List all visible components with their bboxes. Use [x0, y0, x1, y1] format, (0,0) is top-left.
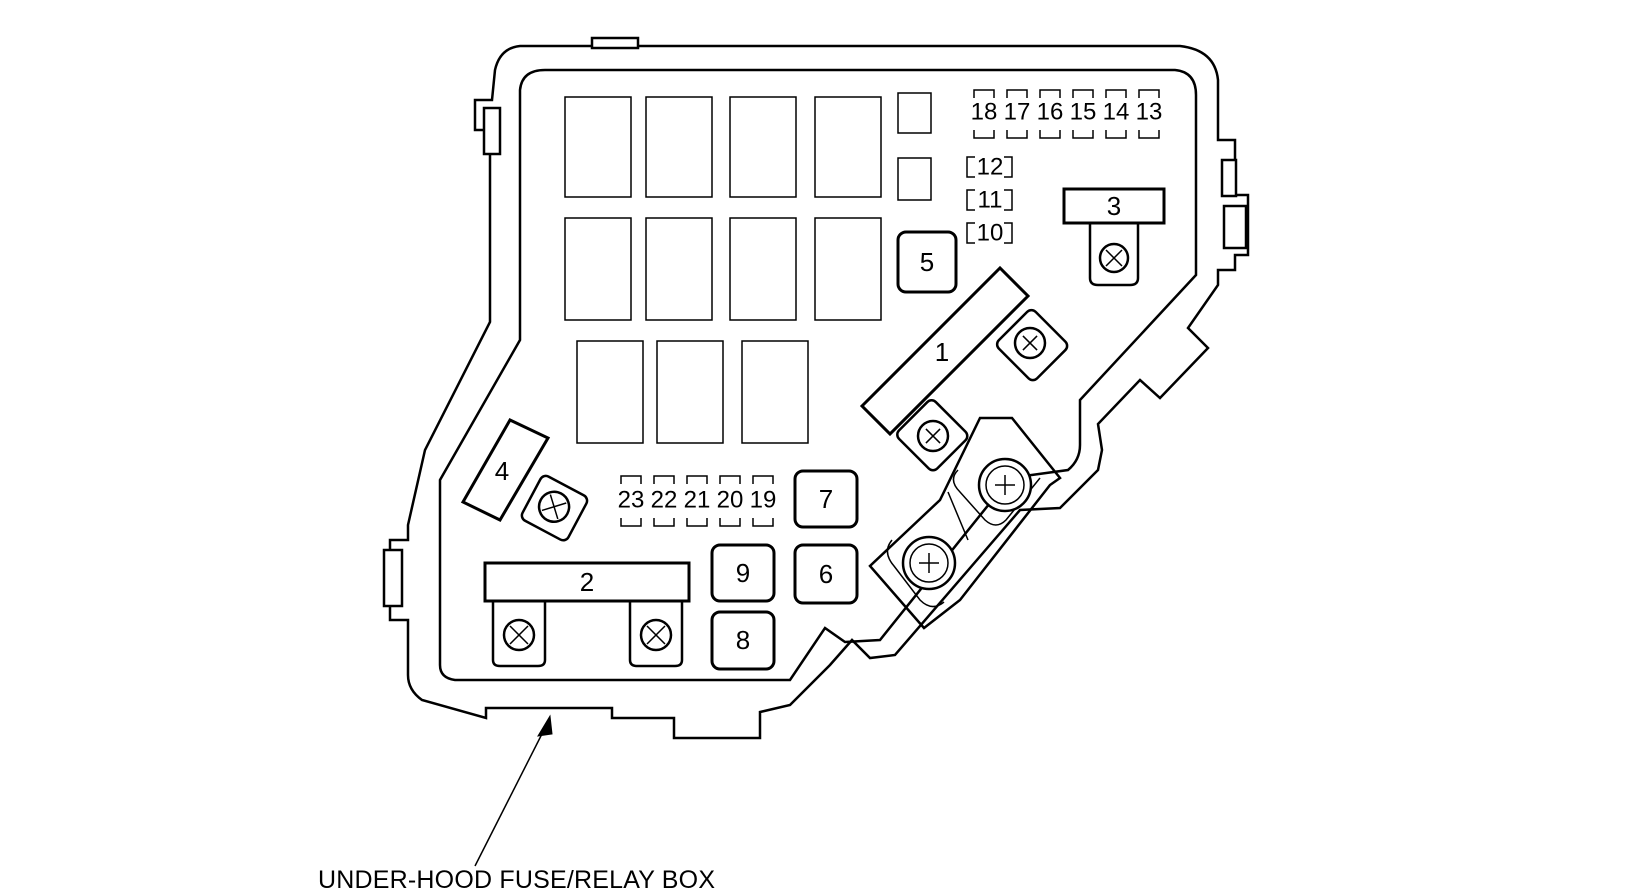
fuse-1: 1	[859, 265, 1069, 472]
relay-socket	[656, 340, 724, 444]
fuse-20-label: 20	[717, 487, 744, 514]
small-socket	[897, 157, 932, 201]
fuse-3: 3	[1062, 187, 1166, 287]
mini-fuse-row-top: 18 17 16 15 14 13	[971, 89, 1163, 139]
left-lower-clip	[382, 548, 404, 608]
fuse-9: 9	[710, 543, 776, 603]
top-clip	[590, 36, 640, 50]
relay-sockets	[564, 92, 932, 444]
fuse-2: 2	[483, 561, 691, 668]
fuse-11-label: 11	[978, 187, 1003, 214]
right-upper-clip	[1220, 158, 1238, 198]
fuse-19-label: 19	[750, 487, 777, 514]
relay-socket	[814, 96, 882, 198]
fuse-6-label: 6	[819, 559, 833, 589]
relay-socket	[645, 96, 713, 198]
fuse-4: 4	[460, 418, 589, 542]
fuse-7-label: 7	[819, 484, 833, 514]
housing-inner-wall	[438, 68, 1198, 682]
relay-socket	[576, 340, 644, 444]
fuse-14-label: 14	[1103, 99, 1130, 126]
fuse-22-label: 22	[651, 487, 678, 514]
fuse-16-label: 16	[1037, 99, 1064, 126]
fuse-17-label: 17	[1004, 99, 1031, 126]
fuse-21-label: 21	[684, 487, 711, 514]
callout-arrow	[474, 714, 553, 867]
mini-fuse-row-bottom: 23 22 21 20 19	[618, 475, 777, 527]
fuse-10-label: 10	[977, 220, 1004, 247]
fuse-7: 7	[793, 469, 859, 529]
small-socket	[897, 92, 932, 134]
fuse-2-label: 2	[580, 567, 594, 597]
fuse-15-label: 15	[1070, 99, 1097, 126]
relay-socket	[564, 217, 632, 321]
relay-socket	[741, 340, 809, 444]
relay-socket	[729, 217, 797, 321]
fuse-8: 8	[710, 610, 776, 671]
fuse-5-label: 5	[920, 247, 934, 277]
right-lower-clip	[1222, 204, 1248, 250]
fuse-3-label: 3	[1107, 191, 1121, 221]
fuse-8-label: 8	[736, 625, 750, 655]
fuse-6: 6	[793, 543, 859, 605]
fuse-12-label: 12	[977, 154, 1004, 181]
fuse-5: 5	[896, 230, 958, 294]
housing-outline	[388, 44, 1250, 740]
fuse-4-label: 4	[495, 456, 509, 486]
battery-terminal-block	[868, 416, 1062, 630]
fuse-1-label: 1	[935, 337, 949, 367]
mini-fuse-column: 12 11 10	[966, 154, 1013, 247]
fuse-9-label: 9	[736, 558, 750, 588]
fuse-18-label: 18	[971, 99, 998, 126]
relay-socket	[814, 217, 882, 321]
relay-socket	[645, 217, 713, 321]
relay-socket	[564, 96, 632, 198]
fuse-13-label: 13	[1136, 99, 1163, 126]
fuse-23-label: 23	[618, 487, 645, 514]
relay-socket	[729, 96, 797, 198]
left-upper-clip	[482, 106, 502, 156]
fuse-box-callout-label: UNDER-HOOD FUSE/RELAY BOX	[318, 866, 716, 894]
